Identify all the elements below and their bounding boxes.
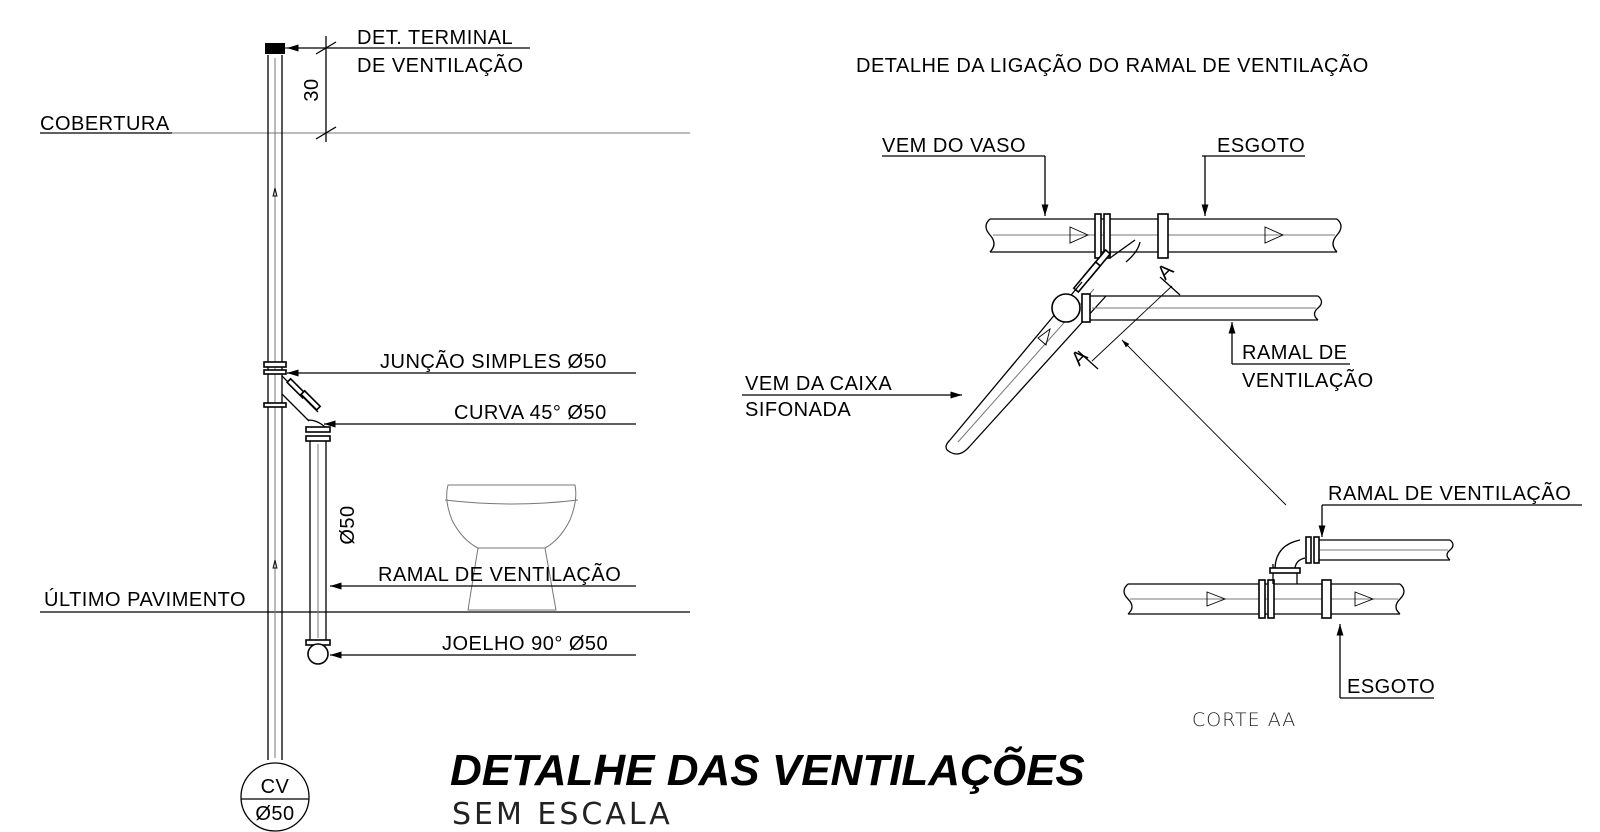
toilet-icon bbox=[444, 484, 579, 611]
drawing-title-block: DETALHE DAS VENTILAÇÕES SEM ESCALA bbox=[450, 745, 1085, 832]
section-vent-label: RAMAL DE VENTILAÇÃO bbox=[1328, 481, 1571, 505]
vent-stack-pipe bbox=[263, 55, 287, 760]
vent-branch-pipe bbox=[1081, 293, 1323, 323]
drawing-scale-note: SEM ESCALA bbox=[452, 797, 673, 832]
section-aa-diagram: RAMAL DE VENTILAÇÃO ESGOTO CORTE AA bbox=[1123, 481, 1582, 731]
column-tag: CV Ø50 bbox=[240, 762, 310, 832]
siphon-box-inlet-pipe bbox=[945, 239, 1141, 455]
connection-heading: DETALHE DA LIGAÇÃO DO RAMAL DE VENTILAÇÃ… bbox=[856, 53, 1369, 77]
junction-branch bbox=[281, 375, 331, 665]
left-vent-column-diagram: COBERTURA ÚLTIMO PAVIMENTO bbox=[40, 27, 690, 832]
elbow-90-fitting bbox=[307, 643, 329, 665]
sewage-pipe-top bbox=[985, 213, 1342, 259]
last-floor-label: ÚLTIMO PAVIMENTO bbox=[44, 588, 246, 611]
sewage-label: ESGOTO bbox=[1217, 135, 1305, 157]
vent-branch-label: RAMAL DE VENTILAÇÃO bbox=[378, 562, 621, 586]
right-connection-diagram: DETALHE DA LIGAÇÃO DO RAMAL DE VENTILAÇÃ… bbox=[742, 53, 1374, 506]
from-box-label-line2: SIFONADA bbox=[745, 399, 851, 421]
column-tag-top: CV bbox=[261, 776, 290, 798]
vent-branch-label-line2: VENTILAÇÃO bbox=[1242, 368, 1374, 392]
height-dimension: 30 bbox=[282, 36, 337, 142]
height-dimension-value: 30 bbox=[301, 78, 323, 101]
from-toilet-label: VEM DO VASO bbox=[882, 135, 1026, 157]
from-box-label-line1: VEM DA CAIXA bbox=[745, 373, 892, 395]
section-leader bbox=[1121, 339, 1287, 506]
section-marker-top: A bbox=[1153, 259, 1178, 284]
terminal-label-line1: DET. TERMINAL bbox=[357, 27, 513, 49]
drawing-title: DETALHE DAS VENTILAÇÕES bbox=[450, 745, 1085, 795]
section-caption: CORTE AA bbox=[1192, 709, 1296, 731]
roof-label: COBERTURA bbox=[40, 113, 170, 135]
section-marker-bottom: A bbox=[1067, 345, 1092, 370]
vent-branch-label-line1: RAMAL DE bbox=[1242, 342, 1348, 364]
terminal-label-line2: DE VENTILAÇÃO bbox=[357, 53, 524, 77]
junction-label: JUNÇÃO SIMPLES Ø50 bbox=[380, 349, 607, 373]
section-sewage-label: ESGOTO bbox=[1347, 676, 1435, 698]
curve-label: CURVA 45° Ø50 bbox=[454, 402, 607, 424]
branch-diameter-label: Ø50 bbox=[337, 505, 359, 544]
elbow-label: JOELHO 90° Ø50 bbox=[442, 633, 608, 655]
column-tag-bottom: Ø50 bbox=[255, 803, 294, 825]
